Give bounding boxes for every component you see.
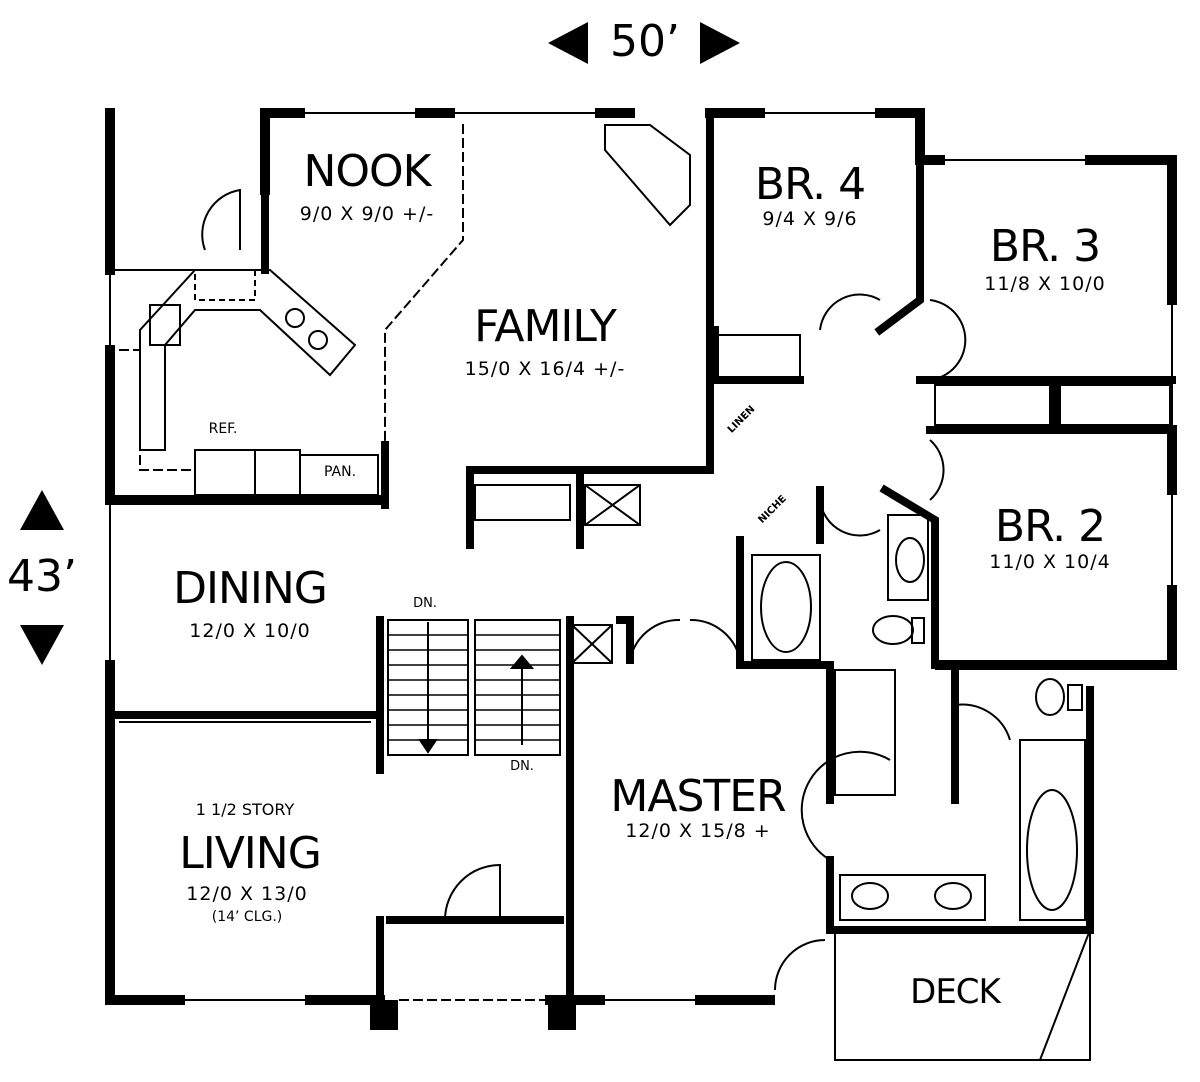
pantry-label: PAN. xyxy=(323,464,357,480)
br3-name: BR. 3 xyxy=(989,221,1101,272)
overall-width: 50’ xyxy=(610,16,680,67)
nook-size: 9/0 X 9/0 +/- xyxy=(299,203,435,225)
stairs-dn-top: DN. xyxy=(413,596,437,611)
dining-size: 12/0 X 10/0 xyxy=(189,620,311,642)
door-swings xyxy=(201,188,1011,991)
width-arrows xyxy=(548,22,740,64)
living-note: 1 1/2 STORY xyxy=(195,800,295,819)
living-name: LIVING xyxy=(179,828,322,879)
deck-name: DECK xyxy=(910,972,1001,1012)
br3-size: 11/8 X 10/0 xyxy=(984,273,1106,295)
overall-depth: 43’ xyxy=(7,551,77,602)
br4-name: BR. 4 xyxy=(754,159,866,210)
living-ceiling: (14’ CLG.) xyxy=(211,909,283,925)
family-name: FAMILY xyxy=(474,301,617,352)
depth-arrows xyxy=(20,490,64,665)
fixtures xyxy=(139,124,1171,921)
master-name: MASTER xyxy=(610,771,786,822)
ref-label: REF. xyxy=(208,421,238,437)
master-size: 12/0 X 15/8 + xyxy=(625,820,771,842)
walls xyxy=(105,108,1177,1062)
br2-name: BR. 2 xyxy=(994,501,1106,552)
stairs xyxy=(387,619,561,756)
dining-name: DINING xyxy=(173,563,328,614)
stairs-dn-bottom: DN. xyxy=(510,759,534,774)
br4-size: 9/4 X 9/6 xyxy=(762,208,858,230)
br2-size: 11/0 X 10/4 xyxy=(989,551,1111,573)
living-size: 12/0 X 13/0 xyxy=(186,883,308,905)
family-size: 15/0 X 16/4 +/- xyxy=(464,358,626,380)
nook-name: NOOK xyxy=(303,146,431,197)
